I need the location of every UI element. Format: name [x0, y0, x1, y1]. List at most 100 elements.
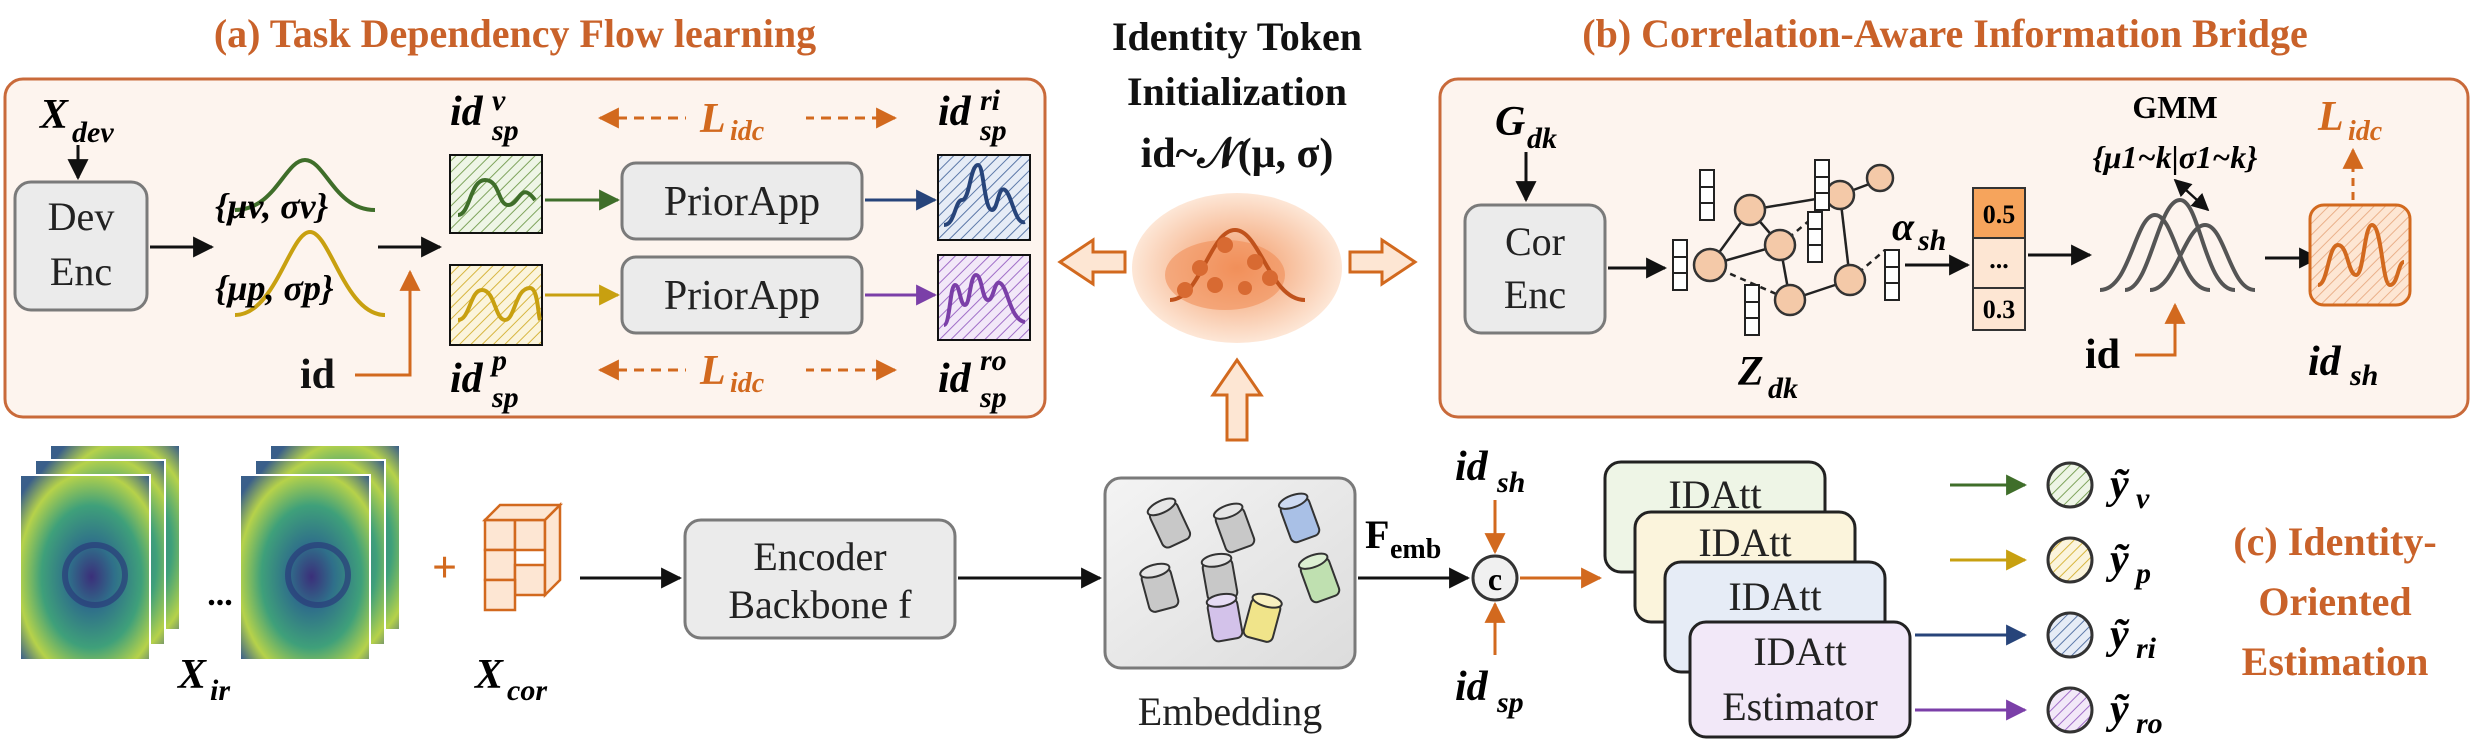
section-c-title-3: Estimation [2242, 639, 2429, 684]
encoder-backbone-box [683, 518, 957, 640]
id-sp-ri-sub: sp [979, 114, 1007, 147]
id-sp-ri-sup: ri [980, 84, 1001, 117]
loss-top-sub: idc [730, 116, 765, 147]
arrow-id-gmm [2135, 302, 2186, 357]
out-ri-sub: ri [2136, 632, 2157, 665]
loss-top-bg [686, 95, 806, 140]
id-sh-base: id [2308, 339, 2342, 385]
prior-app-bottom [620, 255, 864, 335]
zdk-base: Z [1737, 349, 1764, 395]
id-sp-p-curve [457, 285, 542, 323]
plus-sign: + [432, 543, 457, 592]
dev-enc-line2: Enc [50, 249, 112, 294]
id-sp-ro-curve [942, 272, 1026, 327]
center-title-2: Initialization [1127, 69, 1347, 114]
graph-zdk: Z dk [1672, 159, 1900, 405]
id-sp-v-curve [457, 177, 537, 217]
out-ro-circle [2046, 686, 2094, 734]
out-p-circle [2046, 536, 2094, 584]
out-v-base: ỹ [2105, 462, 2130, 508]
id-sp-in-sub: sp [1496, 686, 1524, 719]
center-title-1: Identity Token [1112, 14, 1362, 59]
id-sp-in-base: id [1455, 664, 1489, 710]
id-input-a: id [300, 352, 335, 398]
cor-enc-line2: Enc [1504, 272, 1566, 317]
vec-top: 0.5 [1983, 200, 2016, 229]
loss-bottom-bg [686, 347, 806, 392]
estimator-label: Estimator [1722, 684, 1878, 729]
out-p-sub: p [2133, 557, 2151, 590]
vec-mid: ... [1989, 245, 2009, 274]
ir-stack-1 [19, 444, 181, 661]
section-c-title-2: Oriented [2258, 579, 2411, 624]
id-sp-v-sup: v [492, 84, 506, 117]
loss-b-sub: idc [2348, 116, 2383, 147]
zdk-sub: dk [1768, 372, 1798, 405]
cor-enc-line1: Cor [1505, 219, 1565, 264]
id-sp-ri-curve [943, 162, 1026, 227]
xcor-sub: cor [507, 674, 547, 707]
backbone-line2: Backbone f [728, 582, 912, 627]
arrow-id-to-flow [355, 269, 421, 377]
id-sh-in-sub: sh [1496, 466, 1525, 499]
id-sp-v-label: id v sp [450, 84, 519, 147]
out-ri-circle [2046, 611, 2094, 659]
id-sp-ro-sub: sp [979, 381, 1007, 414]
bottom-pipeline: ... X ir + X cor Encoder Backbone f [19, 444, 2437, 740]
id-sh-chart [2308, 203, 2412, 307]
backbone-line1: Encoder [753, 534, 886, 579]
prior-app-bottom-label: PriorApp [664, 273, 820, 319]
idatt-label-1: IDAtt [1668, 472, 1761, 517]
gmm-title: GMM [2132, 89, 2217, 125]
id-input-b: id [2085, 332, 2120, 378]
loss-b-base: L [2317, 94, 2344, 140]
arrow-embedding-up [1210, 357, 1264, 442]
id-sh-curve [2317, 222, 2405, 288]
dist-v-curve [234, 157, 376, 212]
concat-label: c [1488, 561, 1502, 597]
dist-v-label: {μv, σv} [215, 186, 329, 226]
section-b: (b) Correlation-Aware Information Bridge… [1438, 11, 2470, 419]
loss-bottom-sub: idc [730, 368, 765, 399]
xdev-sub: dev [72, 116, 114, 149]
id-sp-ro-base: id [938, 356, 972, 402]
prior-app-top [620, 161, 864, 241]
id-sp-ri-base: id [938, 89, 972, 135]
section-b-title: (b) Correlation-Aware Information Bridge [1582, 11, 2307, 56]
id-sp-ro-sup: ro [980, 344, 1007, 377]
dev-enc-box [13, 180, 149, 312]
id-sp-p-base: id [450, 356, 484, 402]
ir-dots: ... [207, 576, 233, 613]
alpha-vector: 0.5 ... 0.3 [1972, 187, 2026, 331]
loss-top-base: L [699, 96, 726, 142]
femb-sub: emb [1390, 534, 1441, 565]
idatt-label-2: IDAtt [1698, 520, 1791, 565]
loss-bottom-base: L [699, 348, 726, 394]
section-c-title-1: (c) Identity- [2233, 519, 2436, 564]
out-v-circle [2046, 461, 2094, 509]
idatt-label-3: IDAtt [1728, 574, 1821, 619]
id-sp-p-sup: p [489, 344, 507, 377]
cor-enc-box [1463, 203, 1607, 335]
ir-stack-2 [239, 444, 401, 661]
section-a-title: (a) Task Dependency Flow learning [214, 11, 816, 56]
idatt-label-4: IDAtt [1753, 629, 1846, 674]
idatt-stack: IDAtt IDAtt IDAtt IDAtt Estimator [1603, 460, 1912, 739]
prior-app-top-label: PriorApp [664, 179, 820, 225]
gaussian-curve [1169, 227, 1306, 302]
out-ro-base: ỹ [2105, 687, 2130, 733]
gdk-base: G [1495, 99, 1525, 145]
vec-bottom: 0.3 [1983, 295, 2016, 324]
xdev-label: X [38, 92, 69, 138]
id-sh-in-base: id [1455, 444, 1489, 490]
identity-token-init: Identity Token Initialization id~𝒩(μ, σ) [1057, 14, 1418, 442]
embedding-label: Embedding [1138, 689, 1322, 734]
arrow-to-section-a [1057, 237, 1127, 287]
concat-node [1471, 554, 1519, 602]
input-gdk: G dk [1495, 99, 1557, 155]
id-sh-sub: sh [2349, 359, 2378, 392]
xir-base: X [176, 652, 207, 698]
gmm-param-link [2173, 178, 2210, 212]
id-sp-p-label: id p sp [450, 344, 519, 414]
